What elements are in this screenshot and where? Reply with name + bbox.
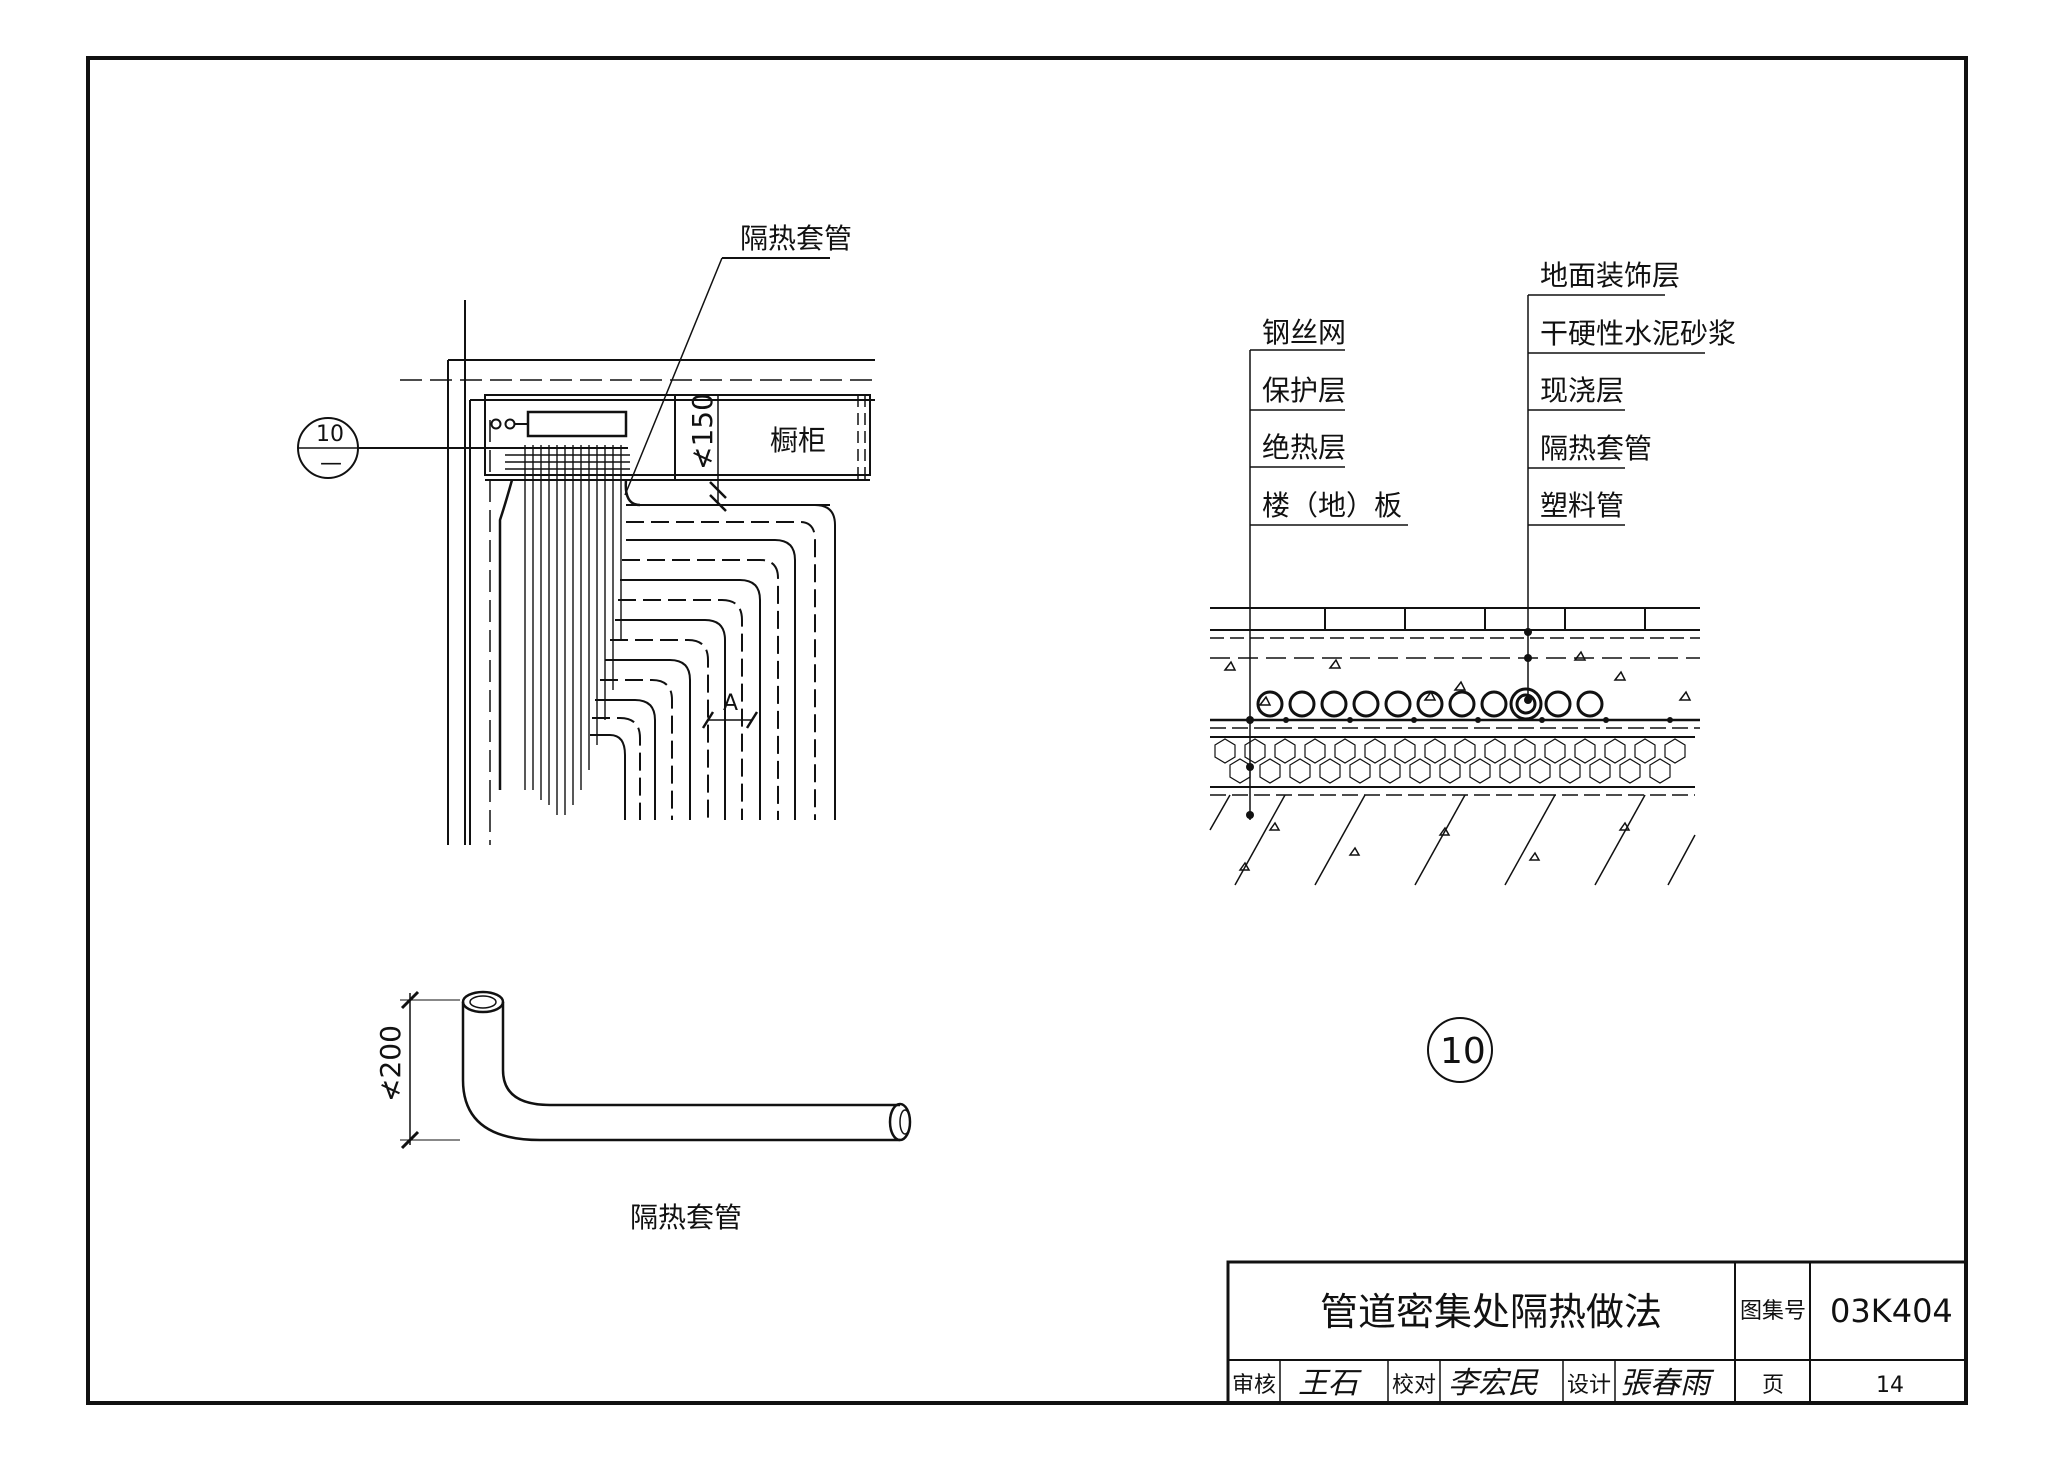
sleeve-caption: 隔热套管 bbox=[630, 1201, 742, 1234]
section-right-label: 地面装饰层 bbox=[1540, 259, 1680, 292]
detail-ref-number: 10 bbox=[316, 422, 344, 447]
section-view bbox=[1209, 294, 1705, 1083]
sheet-frame bbox=[86, 56, 1968, 1405]
check-label: 校对 bbox=[1392, 1373, 1436, 1398]
detail-ref-sheet: — bbox=[320, 451, 342, 476]
design-signature: 張春雨 bbox=[1620, 1366, 1715, 1401]
sleeve-sketch bbox=[400, 990, 912, 1150]
plan-sleeve-callout: 隔热套管 bbox=[740, 222, 852, 255]
design-label: 设计 bbox=[1567, 1373, 1611, 1398]
dim-cabinet: ≮150 bbox=[686, 393, 719, 470]
section-left-label: 保护层 bbox=[1262, 374, 1346, 407]
dim-sleeve-height: ≮200 bbox=[374, 1025, 407, 1102]
dim-spacing: A bbox=[723, 691, 738, 716]
atlas-number: 03K404 bbox=[1830, 1292, 1953, 1330]
section-right-label: 现浇层 bbox=[1540, 374, 1624, 407]
page-number: 14 bbox=[1876, 1373, 1904, 1398]
drawing-title: 管道密集处隔热做法 bbox=[1320, 1290, 1662, 1334]
section-right-label: 塑料管 bbox=[1540, 489, 1624, 522]
section-right-label: 隔热套管 bbox=[1540, 432, 1652, 465]
review-signature: 王石 bbox=[1298, 1366, 1362, 1401]
title-block bbox=[1226, 1260, 1968, 1405]
check-signature: 李宏民 bbox=[1448, 1366, 1539, 1401]
section-left-label: 楼（地）板 bbox=[1262, 489, 1402, 522]
detail-number: 10 bbox=[1440, 1031, 1486, 1072]
atlas-label: 图集号 bbox=[1740, 1299, 1806, 1324]
plan-view bbox=[297, 257, 875, 845]
page-label: 页 bbox=[1762, 1373, 1784, 1398]
section-right-label: 干硬性水泥砂浆 bbox=[1540, 317, 1736, 350]
section-left-label: 绝热层 bbox=[1262, 431, 1346, 464]
review-label: 审核 bbox=[1232, 1373, 1276, 1398]
section-left-label: 钢丝网 bbox=[1262, 316, 1346, 349]
cabinet-label: 橱柜 bbox=[770, 424, 826, 457]
